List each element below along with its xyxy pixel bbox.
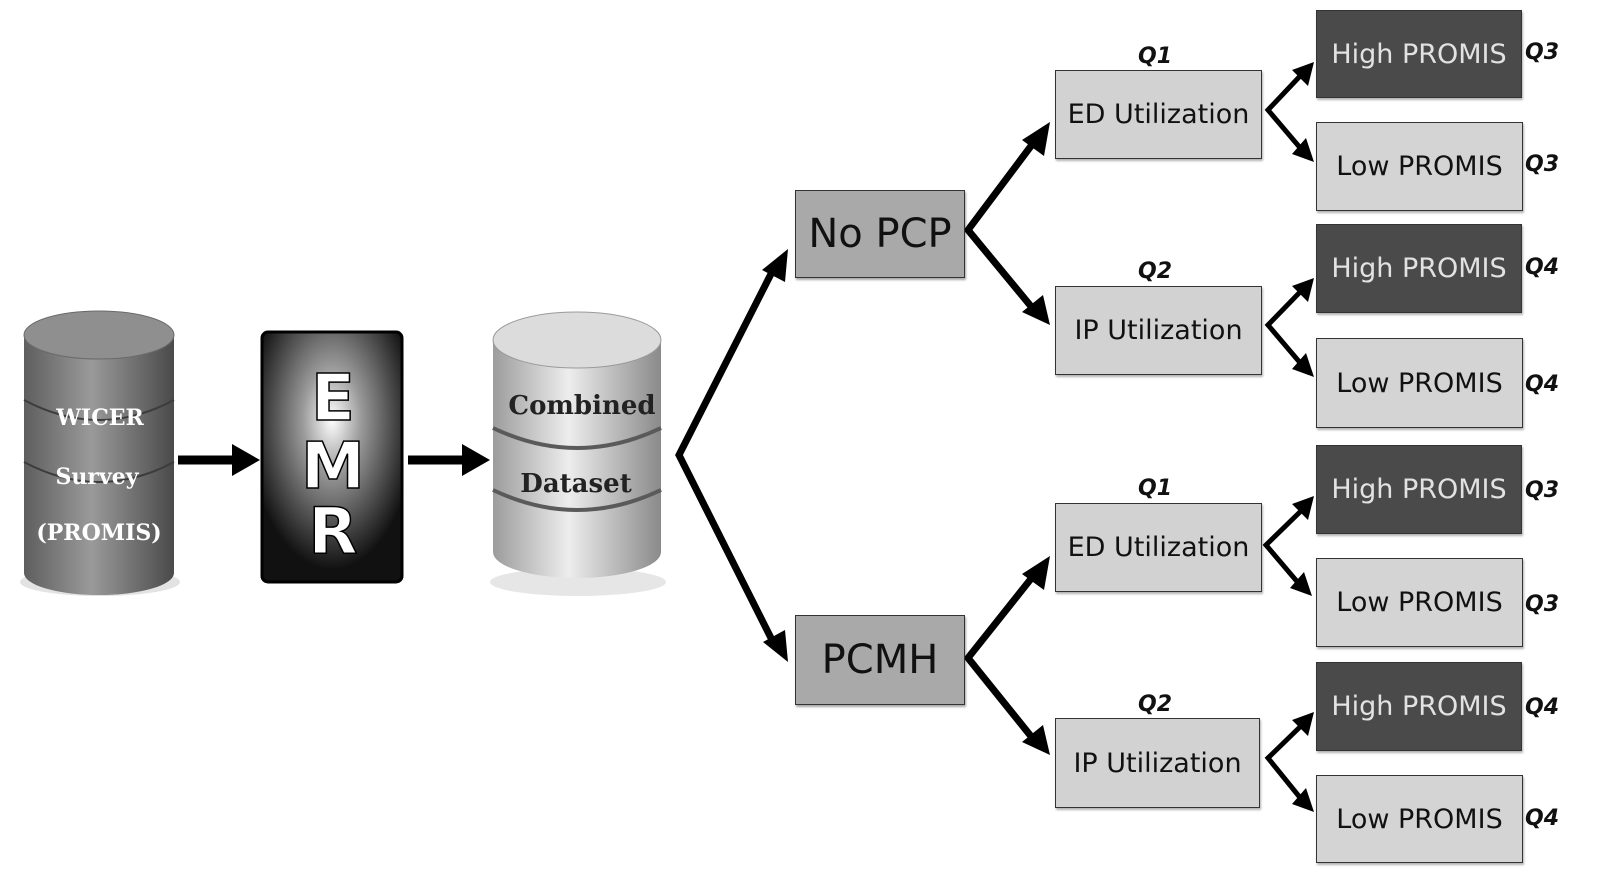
emr-letter-r: R [308, 495, 357, 569]
promis-outcome-box: Low PROMIS [1316, 338, 1523, 428]
promis-label: Low PROMIS [1336, 587, 1503, 618]
question-label: Q2 [1138, 259, 1173, 284]
group-pcmh: PCMH [795, 615, 965, 705]
arrowhead-no-pcp-ip [1022, 295, 1050, 325]
group-no-pcp: No PCP [795, 190, 965, 278]
source-database-cylinder: WICER Survey (PROMIS) [20, 310, 180, 596]
promis-label: Low PROMIS [1336, 367, 1503, 399]
outcome-question-label: Q3 [1525, 152, 1560, 177]
outcome-question-label: Q3 [1525, 40, 1560, 65]
arrowhead-no-pcp-ed [1022, 122, 1050, 156]
combined-line-2: Dataset [520, 469, 631, 499]
source-line-3: (PROMIS) [36, 520, 161, 546]
promis-label: High PROMIS [1331, 691, 1507, 722]
utilization-label: ED Utilization [1067, 99, 1250, 130]
outcome-question-label: Q4 [1525, 695, 1560, 720]
arrow-source-to-emr [178, 444, 260, 476]
promis-label: Low PROMIS [1336, 151, 1503, 182]
emr-letter-m: M [301, 430, 365, 504]
promis-label: Low PROMIS [1336, 803, 1503, 835]
promis-outcome-box: High PROMIS [1316, 445, 1522, 534]
utilization-box: IP Utilization [1055, 718, 1260, 808]
outcome-question-label: Q4 [1525, 806, 1560, 831]
group-no-pcp-label: No PCP [808, 211, 952, 257]
source-line-1: WICER [55, 405, 144, 431]
utilization-label: IP Utilization [1073, 747, 1242, 779]
utilization-box: IP Utilization [1055, 286, 1262, 375]
emr-block: E M R [260, 330, 404, 584]
promis-outcome-box: Low PROMIS [1316, 775, 1523, 863]
utilization-box: ED Utilization [1055, 503, 1262, 592]
promis-label: High PROMIS [1331, 253, 1507, 284]
question-label: Q1 [1138, 44, 1173, 69]
promis-label: High PROMIS [1331, 474, 1507, 505]
combined-dataset-cylinder: Combined Dataset [490, 311, 666, 596]
outcome-question-label: Q4 [1525, 372, 1560, 397]
arrow-no-pcp-branches [963, 139, 1037, 313]
utilization-label: ED Utilization [1067, 532, 1250, 563]
utilization-box: ED Utilization [1055, 70, 1262, 159]
promis-outcome-box: Low PROMIS [1316, 558, 1523, 647]
arrow-combined-to-groups [675, 268, 777, 644]
promis-label: High PROMIS [1331, 38, 1507, 70]
arrowhead-to-no-pcp [762, 249, 788, 282]
arrowhead-pcmh-ip [1022, 725, 1050, 755]
arrowhead-pcmh-ed [1022, 556, 1050, 590]
group-pcmh-label: PCMH [821, 637, 939, 683]
promis-outcome-box: Low PROMIS [1316, 122, 1523, 211]
arrow-outcome-forks [1262, 72, 1304, 802]
arrowhead-to-pcmh [763, 630, 788, 662]
arrow-emr-to-combined [408, 444, 490, 476]
promis-outcome-box: High PROMIS [1316, 662, 1522, 751]
emr-letter-e: E [311, 362, 355, 436]
promis-outcome-box: High PROMIS [1316, 10, 1522, 98]
arrow-pcmh-branches [963, 572, 1037, 743]
utilization-label: IP Utilization [1074, 315, 1243, 346]
outcome-arrowheads [1290, 62, 1314, 812]
question-label: Q2 [1138, 692, 1173, 717]
source-line-2: Survey [55, 464, 139, 490]
outcome-question-label: Q3 [1525, 592, 1560, 617]
outcome-question-label: Q4 [1525, 255, 1560, 280]
promis-outcome-box: High PROMIS [1316, 224, 1522, 313]
question-label: Q1 [1138, 476, 1173, 501]
outcome-question-label: Q3 [1525, 478, 1560, 503]
combined-line-1: Combined [508, 391, 655, 421]
